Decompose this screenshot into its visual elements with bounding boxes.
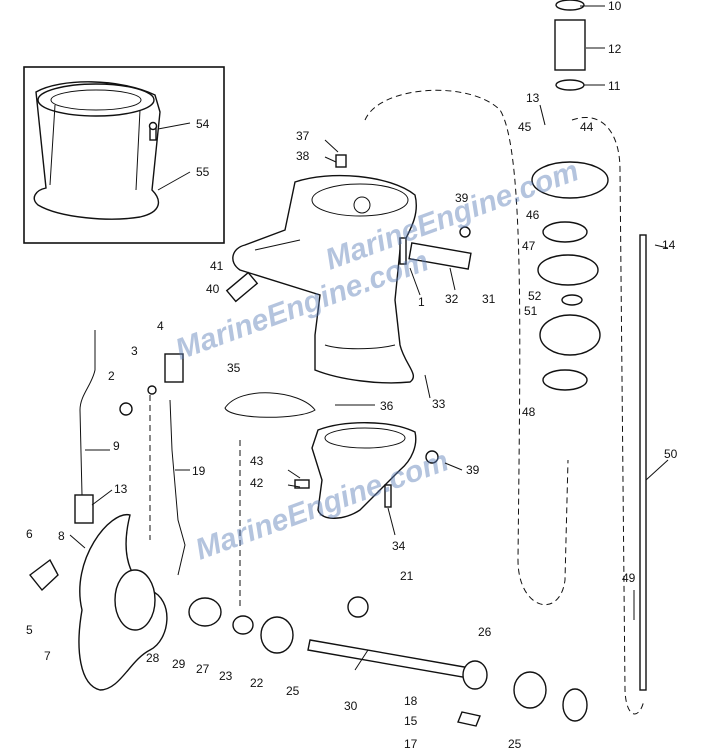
callout-11: 11 <box>608 79 621 93</box>
callout-21: 21 <box>400 569 414 583</box>
shift-rods <box>79 234 647 691</box>
callout-23: 23 <box>219 669 233 683</box>
callout-17: 17 <box>404 737 418 751</box>
callout-28: 28 <box>146 651 160 665</box>
callout-42: 42 <box>250 476 264 490</box>
callout-15: 15 <box>404 714 418 728</box>
callout-14: 14 <box>662 238 676 252</box>
callout-45: 45 <box>518 120 532 134</box>
callout-32: 32 <box>445 292 459 306</box>
callout-52: 52 <box>528 289 542 303</box>
propeller-shaft-assembly <box>188 597 588 722</box>
callout-19: 19 <box>192 464 206 478</box>
callout-3: 3 <box>131 344 138 358</box>
water-pump-assembly <box>531 0 609 391</box>
callout-5: 5 <box>26 623 33 637</box>
callout-4: 4 <box>157 319 164 333</box>
callout-54: 54 <box>196 117 210 131</box>
callout-34: 34 <box>392 539 406 553</box>
callout-48: 48 <box>522 405 536 419</box>
callout-43: 43 <box>250 454 264 468</box>
callout-30: 30 <box>344 699 358 713</box>
callout-47: 47 <box>522 239 536 253</box>
callout-33: 33 <box>432 397 446 411</box>
callout-31: 31 <box>482 292 496 306</box>
callout-35: 35 <box>227 361 241 375</box>
callout-50: 50 <box>664 447 678 461</box>
callout-22: 22 <box>250 676 264 690</box>
callout-27: 27 <box>196 662 210 676</box>
inset-panel <box>23 66 225 244</box>
callout-41: 41 <box>210 259 224 273</box>
callout-38: 38 <box>296 149 310 163</box>
callout-7: 7 <box>44 649 51 663</box>
callout-29: 29 <box>172 657 186 671</box>
assembly-guide-lines <box>149 89 645 715</box>
small-hardware <box>74 154 481 727</box>
callout-37: 37 <box>296 129 310 143</box>
callout-25: 25 <box>286 684 300 698</box>
callout-26: 26 <box>478 625 492 639</box>
callout-44: 44 <box>580 120 594 134</box>
callout-13: 13 <box>526 91 540 105</box>
propeller <box>29 514 168 691</box>
leader-lines <box>69 5 669 671</box>
callout-12: 12 <box>608 42 622 56</box>
callout-55: 55 <box>196 165 210 179</box>
gearcase-upper-housing <box>232 174 417 384</box>
callout-2: 2 <box>108 369 115 383</box>
callout-10: 10 <box>608 0 622 13</box>
callout-46: 46 <box>526 208 540 222</box>
callout-6: 6 <box>26 527 33 541</box>
callout-9: 9 <box>113 439 120 453</box>
callout-18: 18 <box>404 694 418 708</box>
callout-labels: 10 12 11 13 45 44 46 47 52 51 48 14 50 4… <box>26 0 678 751</box>
callout-13: 13 <box>114 482 128 496</box>
callout-49: 49 <box>622 571 636 585</box>
callout-40: 40 <box>206 282 220 296</box>
callout-25: 25 <box>508 737 522 751</box>
callout-39: 39 <box>455 191 469 205</box>
callout-39: 39 <box>466 463 480 477</box>
callout-36: 36 <box>380 399 394 413</box>
callout-51: 51 <box>524 304 538 318</box>
gearcase-lower-housing <box>311 422 417 519</box>
callout-8: 8 <box>58 529 65 543</box>
callout-1: 1 <box>418 295 425 309</box>
